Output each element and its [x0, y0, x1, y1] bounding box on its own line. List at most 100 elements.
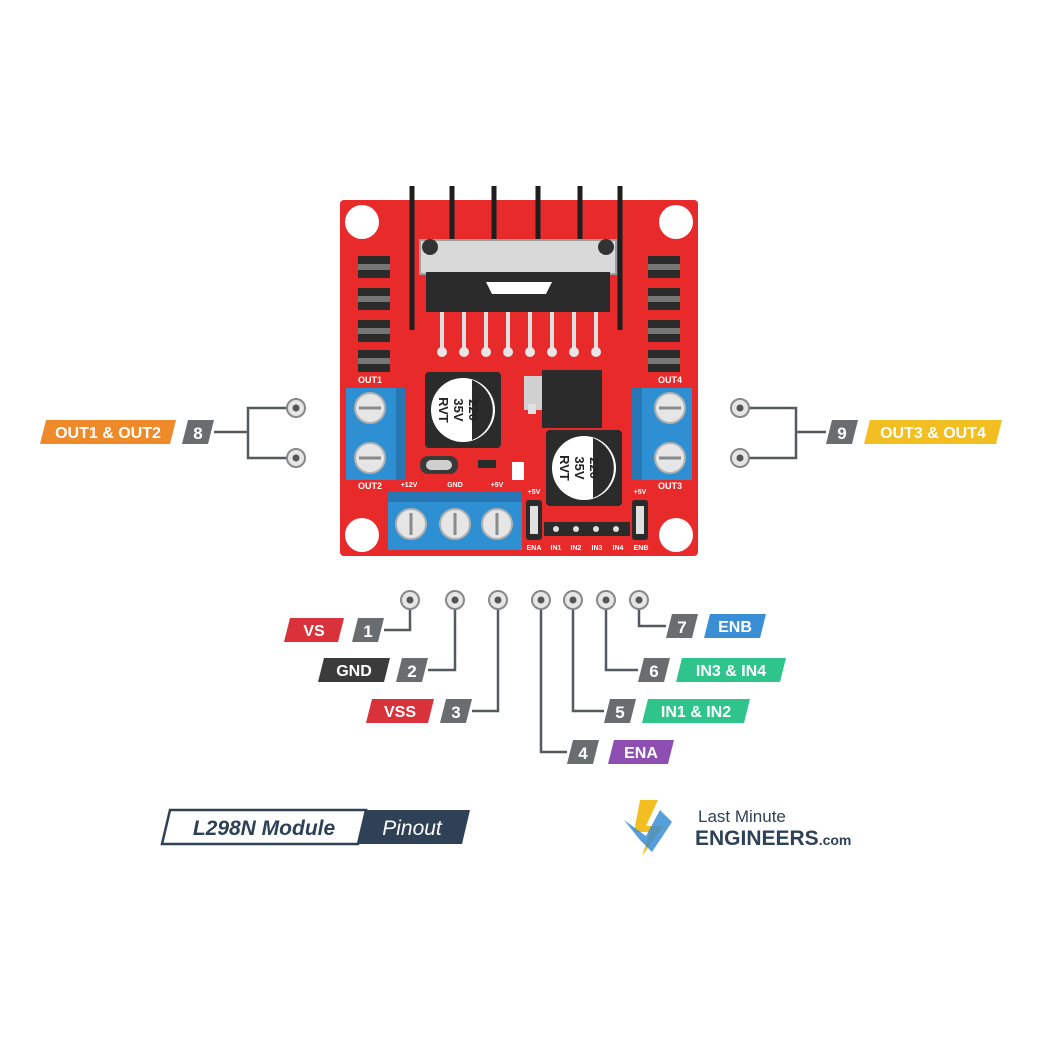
diodes-left [358, 256, 390, 372]
pin-8-number: 8 [193, 424, 202, 443]
diodes-right [648, 256, 680, 372]
pin-3-callout: VSS 3 [366, 699, 472, 723]
label-gnd-box [318, 658, 390, 682]
terminal-out1-out2 [346, 388, 406, 480]
pin-dot [730, 448, 750, 468]
power-terminal [388, 492, 522, 550]
pin-8-callout: OUT1 & OUT2 8 [40, 420, 214, 444]
capacitor-2: 220 35V RVT [546, 430, 622, 506]
capacitor-2-mark: RVT [557, 455, 572, 481]
silk-ena: ENA [527, 545, 542, 552]
silk-out4: OUT4 [658, 375, 682, 385]
pin-9-tag [826, 420, 858, 444]
pin-6-number: 6 [649, 662, 658, 681]
pin-5-number: 5 [615, 703, 624, 722]
pin-3-tag [440, 699, 472, 723]
pin-5-tag [604, 699, 636, 723]
silk-gnd: GND [447, 482, 463, 489]
pin-dot [596, 590, 616, 610]
pin-1-callout: VS 1 [284, 618, 384, 642]
pin-dot [730, 398, 750, 418]
lightning-bolt-icon [624, 800, 672, 856]
pin-7-callout: 7 ENB [666, 614, 766, 638]
silk-enb-5v: +5V [634, 489, 647, 496]
brand-line2: ENGINEERS [695, 827, 819, 850]
pin-5-callout: 5 IN1 & IN2 [604, 699, 750, 723]
title-part1: L298N Module [193, 817, 336, 840]
capacitor-2-value: 220 [587, 457, 602, 479]
label-gnd: GND [336, 663, 372, 680]
label-ena-box [608, 740, 674, 764]
pin-8-tag [182, 420, 214, 444]
label-vs: VS [303, 623, 325, 640]
brand-logo: Last Minute ENGINEERS.com [624, 800, 851, 856]
pin-4-tag [567, 740, 599, 764]
pin-2-number: 2 [407, 662, 416, 681]
pin-4-callout: 4 ENA [567, 740, 674, 764]
capacitor-1-value: 220 [466, 399, 481, 421]
label-vs-box [284, 618, 344, 642]
pin-dot [629, 590, 649, 610]
mounting-hole [345, 518, 379, 552]
l298n-ic [409, 186, 623, 357]
label-vss-box [366, 699, 434, 723]
capacitor-1-mark: RVT [436, 397, 451, 423]
label-out1-out2-box [40, 420, 176, 444]
label-out3-out4: OUT3 & OUT4 [880, 425, 986, 442]
mounting-hole [659, 205, 693, 239]
pin-dot [445, 590, 465, 610]
label-out1-out2: OUT1 & OUT2 [55, 425, 161, 442]
silk-enb: ENB [634, 545, 649, 552]
silk-out2: OUT2 [358, 481, 382, 491]
pin-dot [286, 448, 306, 468]
connector-points [286, 398, 750, 610]
l298n-board: OUT1 OUT4 OUT2 OUT3 220 [340, 186, 698, 556]
silk-5v: +5V [491, 482, 504, 489]
mounting-hole [345, 205, 379, 239]
capacitor-1-voltage: 35V [451, 398, 466, 421]
pin-6-callout: 6 IN3 & IN4 [638, 658, 786, 682]
label-out3-out4-box [864, 420, 1002, 444]
voltage-regulator [524, 370, 602, 428]
label-in1-in2: IN1 & IN2 [661, 704, 731, 721]
silk-ena-5v: +5V [528, 489, 541, 496]
silk-in2: IN2 [571, 545, 582, 552]
pin-7-number: 7 [677, 618, 686, 637]
capacitor-2-voltage: 35V [572, 456, 587, 479]
pin-9-number: 9 [837, 424, 846, 443]
label-in3-in4-box [676, 658, 786, 682]
silk-in4: IN4 [613, 545, 624, 552]
pin-2-callout: GND 2 [318, 658, 428, 682]
heatsink-tab [419, 239, 617, 275]
brand-suffix: .com [819, 832, 852, 848]
capacitor-1: 220 35V RVT [425, 372, 501, 448]
brand-line1: Last Minute [698, 807, 786, 826]
pin-dot [400, 590, 420, 610]
pin-2-tag [396, 658, 428, 682]
label-vss: VSS [384, 704, 416, 721]
silk-in1: IN1 [551, 545, 562, 552]
pin-6-tag [638, 658, 670, 682]
pin-1-number: 1 [363, 622, 372, 641]
silk-in3: IN3 [592, 545, 603, 552]
mounting-hole [659, 518, 693, 552]
5v-enable-jumper [420, 456, 524, 480]
pin-dot [488, 590, 508, 610]
pin-dot [531, 590, 551, 610]
pin-dot [286, 398, 306, 418]
pin-9-callout: 9 OUT3 & OUT4 [826, 420, 1002, 444]
title-part2: Pinout [382, 817, 443, 840]
svg-text:ENGINEERS.com: ENGINEERS.com [695, 827, 851, 850]
pin-dot [563, 590, 583, 610]
pin-7-tag [666, 614, 698, 638]
pin-4-number: 4 [578, 744, 588, 763]
title-badge: L298N Module Pinout [160, 808, 470, 846]
label-ena: ENA [624, 745, 658, 762]
pin-1-tag [352, 618, 384, 642]
silk-12v: +12V [401, 482, 418, 489]
silk-out3: OUT3 [658, 481, 682, 491]
terminal-out3-out4 [632, 388, 692, 480]
control-header: +5V +5V ENA IN1 IN2 IN3 IN4 ENB [526, 489, 648, 552]
